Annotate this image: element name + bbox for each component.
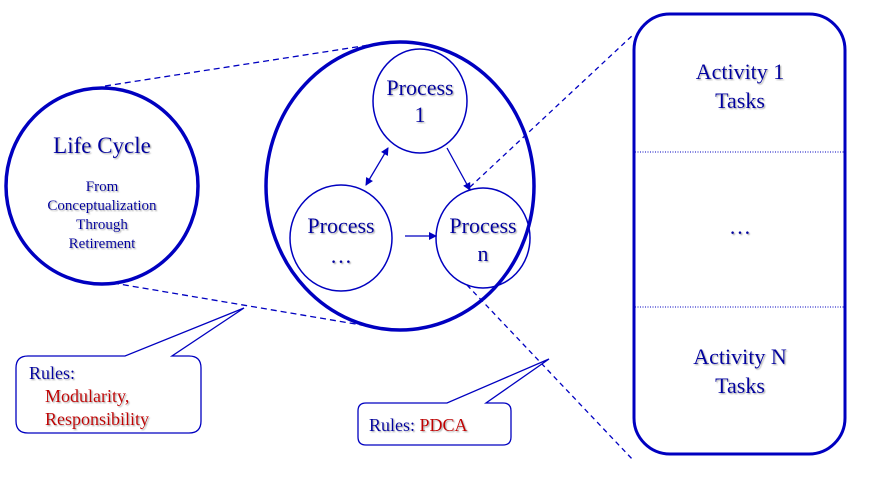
lifecycle-circle	[4, 86, 200, 286]
process-dots-ellipsis: …	[330, 243, 352, 268]
process-1-label: Process	[386, 75, 453, 100]
lifecycle-line-3: Through	[76, 217, 128, 233]
process-1-number: 1	[415, 102, 426, 127]
lifecycle-line-4: Retirement	[69, 236, 136, 252]
process-container-circle	[264, 40, 536, 332]
callout-right-label: Rules:	[369, 415, 420, 435]
connector-top-left	[104, 42, 383, 87]
lifecycle-node: Life Cycle From Conceptualization Throug…	[4, 86, 200, 286]
callout-right-value: PDCA	[420, 415, 468, 435]
activities-box: Activity 1 Tasks … Activity N Tasks	[632, 12, 847, 456]
lifecycle-line-1: From	[86, 179, 119, 195]
activities-ellipsis: …	[729, 214, 751, 239]
rules-callout-right: Rules: PDCA	[357, 358, 550, 446]
process-1-node: Process 1	[372, 48, 468, 154]
process-n-circle	[435, 187, 531, 289]
process-arrows	[365, 147, 471, 240]
rules-callout-left: Rules: Modularity, Responsibility	[15, 307, 245, 434]
callout-left-rule-1: Modularity,	[45, 386, 129, 406]
process-n-label: Process	[449, 213, 516, 238]
connector-bottom-left	[112, 282, 386, 330]
callout-left-rule-2: Responsibility	[45, 409, 149, 429]
activities-container	[632, 12, 847, 456]
arrow-process1-to-processdots	[365, 147, 389, 186]
activity-1-tasks: Tasks	[715, 88, 765, 113]
process-dots-node: Process …	[289, 184, 393, 292]
process-dots-label: Process	[307, 213, 374, 238]
activity-n-label: Activity N	[693, 344, 787, 369]
activity-n-tasks: Tasks	[715, 373, 765, 398]
process-n-node: Process n	[435, 187, 531, 289]
zoom-connectors-lifecycle	[104, 42, 386, 330]
process-1-circle	[372, 48, 468, 154]
process-n-letter: n	[478, 241, 489, 266]
connector-top-right	[469, 33, 635, 188]
lifecycle-title: Life Cycle	[53, 133, 151, 158]
connector-bottom-right	[466, 284, 635, 462]
callout-left-label: Rules:	[29, 363, 75, 383]
arrow-process1-to-processn	[446, 147, 471, 191]
callout-right-shape	[357, 358, 550, 446]
callout-right-text: Rules: PDCA	[369, 415, 468, 435]
process-dots-circle	[289, 184, 393, 292]
zoom-connectors-process	[466, 33, 635, 462]
lifecycle-line-2: Conceptualization	[47, 198, 157, 214]
callout-left-shape	[15, 307, 245, 434]
activity-1-label: Activity 1	[696, 59, 785, 84]
